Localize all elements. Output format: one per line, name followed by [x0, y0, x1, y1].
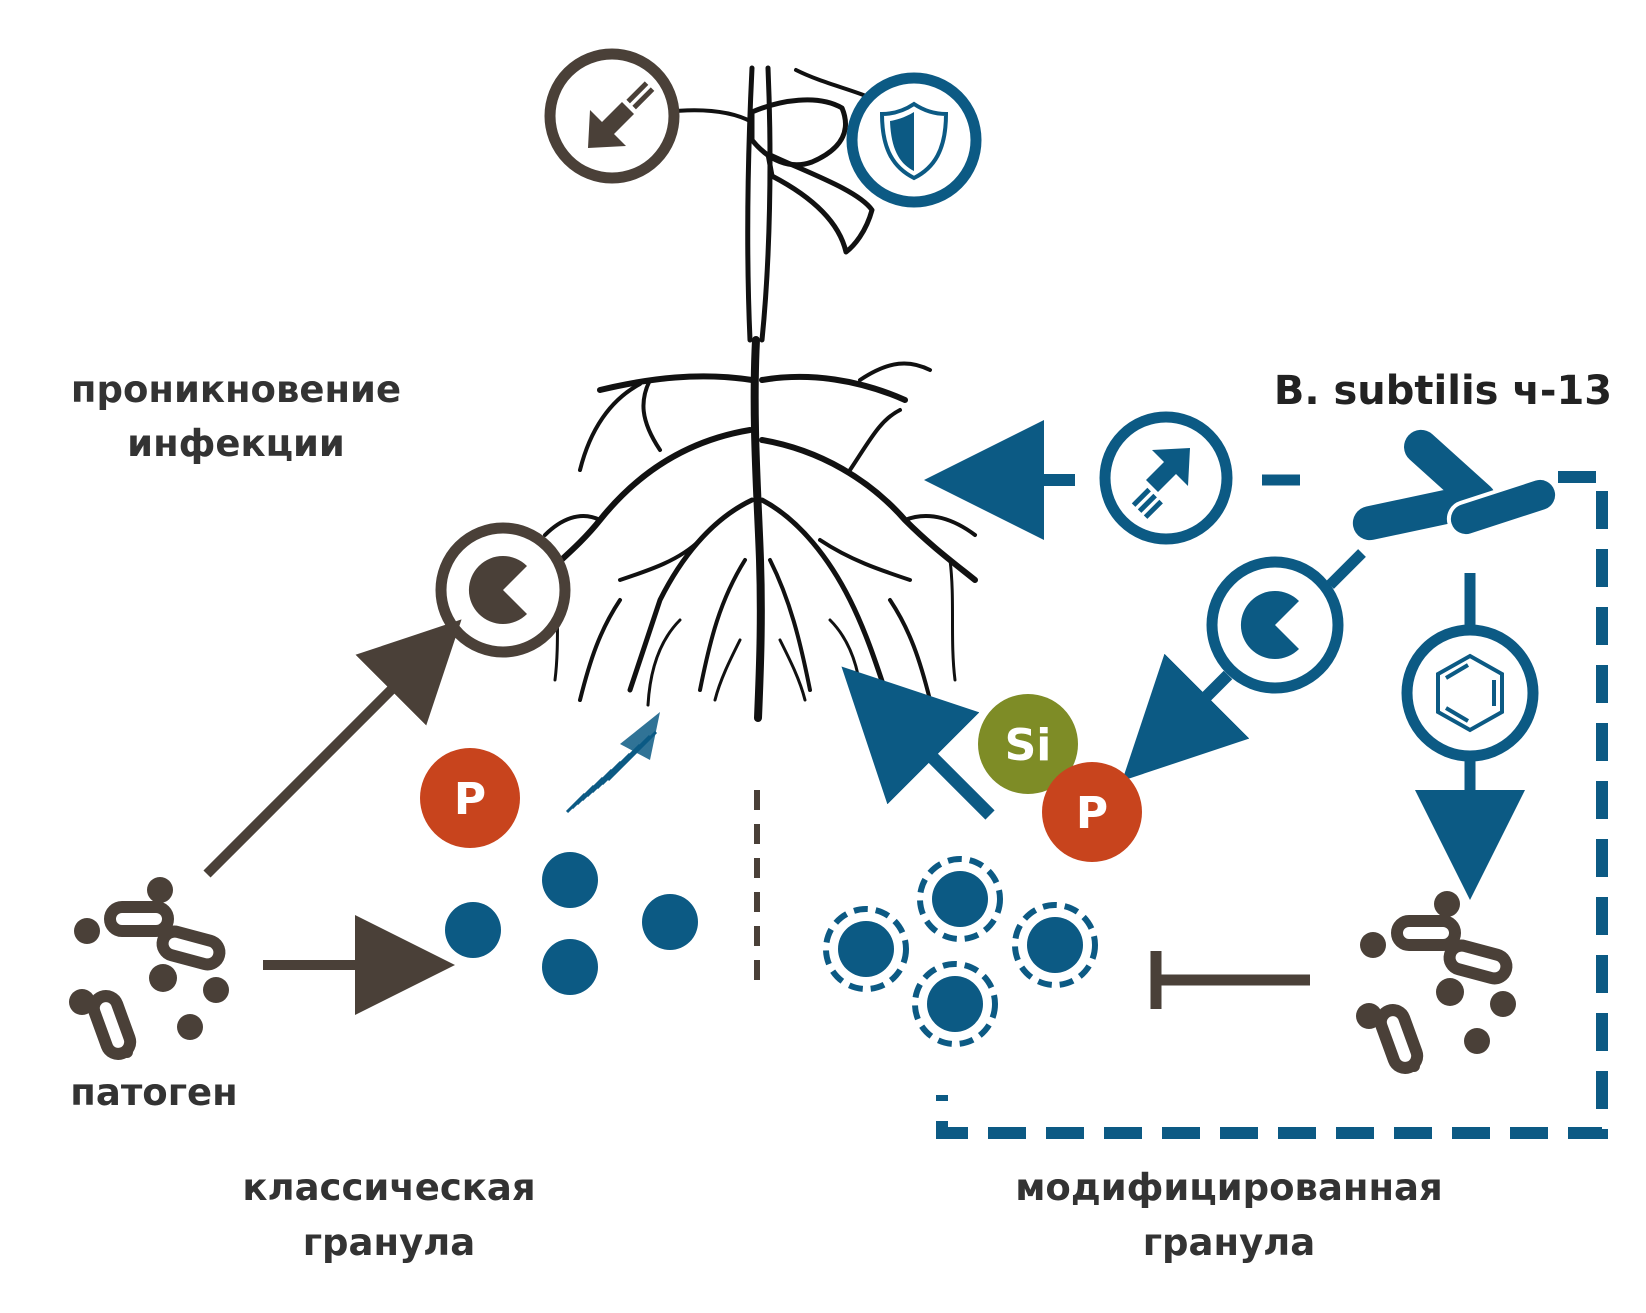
metabolite-badge [1401, 624, 1539, 762]
phosphorus-chip-right: P [1042, 762, 1142, 862]
rod-bacteria-icon [1352, 429, 1560, 541]
phosphorus-chip-left: P [420, 748, 520, 848]
pathogen-cluster-icon [1356, 891, 1516, 1074]
degradation-arrow [1122, 653, 1250, 781]
infection-arrow [203, 619, 462, 878]
modified-granule [823, 856, 1098, 1047]
weak-uptake-arrow-head [620, 712, 660, 760]
infection-label-line2: инфекции [127, 422, 345, 465]
modified-granule-label-line2: гранула [1143, 1221, 1316, 1264]
silicon-chip: Si [978, 694, 1078, 794]
inhibition-line [1150, 951, 1310, 1009]
growth-up-badge [1099, 411, 1233, 545]
phosphorus-chip-left-label: P [454, 774, 486, 825]
shield-icon [879, 101, 949, 181]
modified-granule-label-line1: модифицированная [1015, 1166, 1443, 1209]
infection-label-line1: проникновение [71, 368, 401, 411]
classic-granule [445, 852, 698, 995]
protection-badge [846, 72, 982, 208]
pacman-icon [468, 556, 527, 624]
growth-down-badge [544, 48, 680, 184]
benzene-ring-icon [1436, 653, 1504, 733]
silicon-chip-label: Si [1005, 720, 1052, 771]
degradation-badge-blue [1206, 556, 1344, 694]
classic-granule-label-line2: гранула [303, 1221, 476, 1264]
arrow-up-right-icon [1131, 448, 1190, 519]
phosphorus-chip-right-label: P [1076, 788, 1108, 839]
pathogen-label: патоген [70, 1071, 237, 1114]
strong-uptake-arrow [841, 666, 995, 820]
classic-granule-label-line1: классическая [242, 1166, 535, 1209]
pacman-icon [1240, 591, 1299, 659]
bacteria-coating-frame [936, 471, 1608, 1139]
arrow-down-left-icon [588, 81, 655, 148]
plant-illustration [537, 65, 978, 722]
pathogen-cluster-icon [69, 877, 229, 1060]
degradation-link [1326, 549, 1366, 589]
degradation-badge-brown [435, 522, 571, 658]
bacterium-label: B. subtilis ч-13 [1274, 368, 1612, 414]
